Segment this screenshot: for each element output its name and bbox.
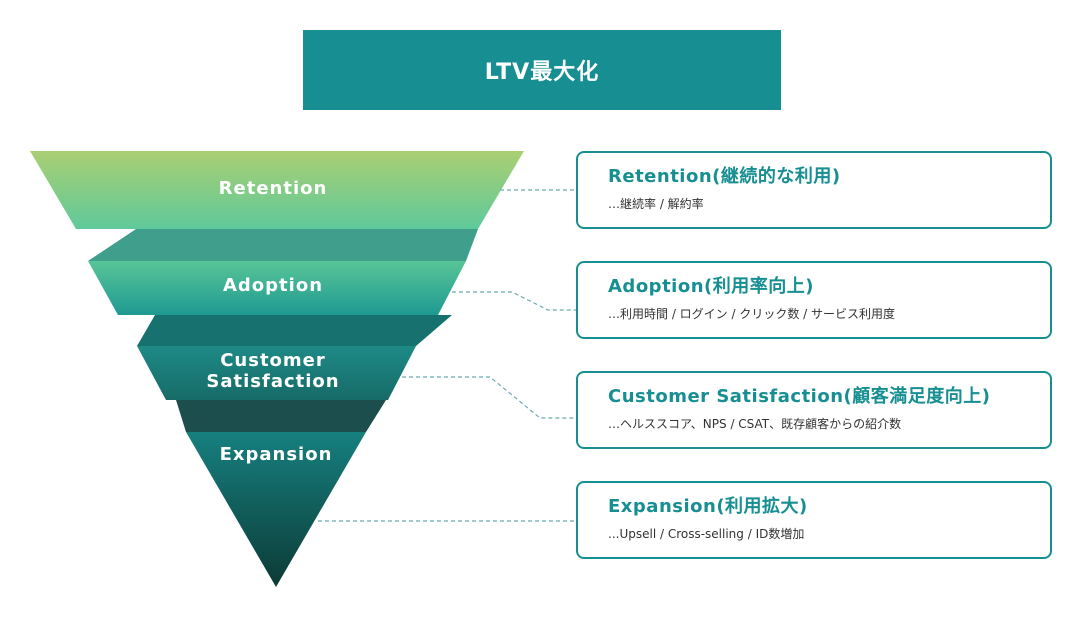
- connector-line-adoption: [452, 291, 576, 311]
- stage-label-customer-satisfaction-line1: Customer: [220, 350, 326, 371]
- funnel-stage-retention: [30, 151, 524, 229]
- page-title: LTV最大化: [303, 30, 781, 110]
- card-retention: Retention(継続的な利用) …継続率 / 解約率: [576, 151, 1052, 229]
- stage-label-adoption: Adoption: [222, 275, 324, 296]
- card-detail-customer-satisfaction: …ヘルススコア、NPS / CSAT、既存顧客からの紹介数: [608, 417, 902, 431]
- card-detail-retention: …継続率 / 解約率: [608, 197, 704, 211]
- funnel-stage-expansion: [186, 432, 366, 587]
- stage-label-customer-satisfaction: Customer Satisfaction: [173, 350, 373, 392]
- funnel-twist-2: [137, 315, 452, 346]
- funnel-twist-1: [88, 229, 478, 261]
- card-title-adoption: Adoption(利用率向上): [608, 276, 814, 297]
- card-adoption: Adoption(利用率向上) …利用時間 / ログイン / クリック数 / サ…: [576, 261, 1052, 339]
- funnel-stage-adoption: [88, 261, 466, 315]
- card-customer-satisfaction: Customer Satisfaction(顧客満足度向上) …ヘルススコア、N…: [576, 371, 1052, 449]
- stage-label-customer-satisfaction-line2: Satisfaction: [206, 371, 340, 392]
- card-expansion: Expansion(利用拡大) ...Upsell / Cross-sellin…: [576, 481, 1052, 559]
- card-detail-adoption: …利用時間 / ログイン / クリック数 / サービス利用度: [608, 307, 896, 321]
- stage-label-expansion: Expansion: [219, 444, 333, 465]
- funnel-stage-customer-satisfaction: [137, 346, 416, 400]
- connector-line-customer-satisfaction: [402, 376, 576, 419]
- card-detail-expansion: ...Upsell / Cross-selling / ID数増加: [608, 527, 805, 541]
- card-title-customer-satisfaction: Customer Satisfaction(顧客満足度向上): [608, 386, 991, 407]
- card-title-expansion: Expansion(利用拡大): [608, 496, 808, 517]
- funnel-twist-3: [176, 400, 386, 432]
- card-title-retention: Retention(継続的な利用): [608, 166, 841, 187]
- stage-label-retention: Retention: [218, 178, 328, 199]
